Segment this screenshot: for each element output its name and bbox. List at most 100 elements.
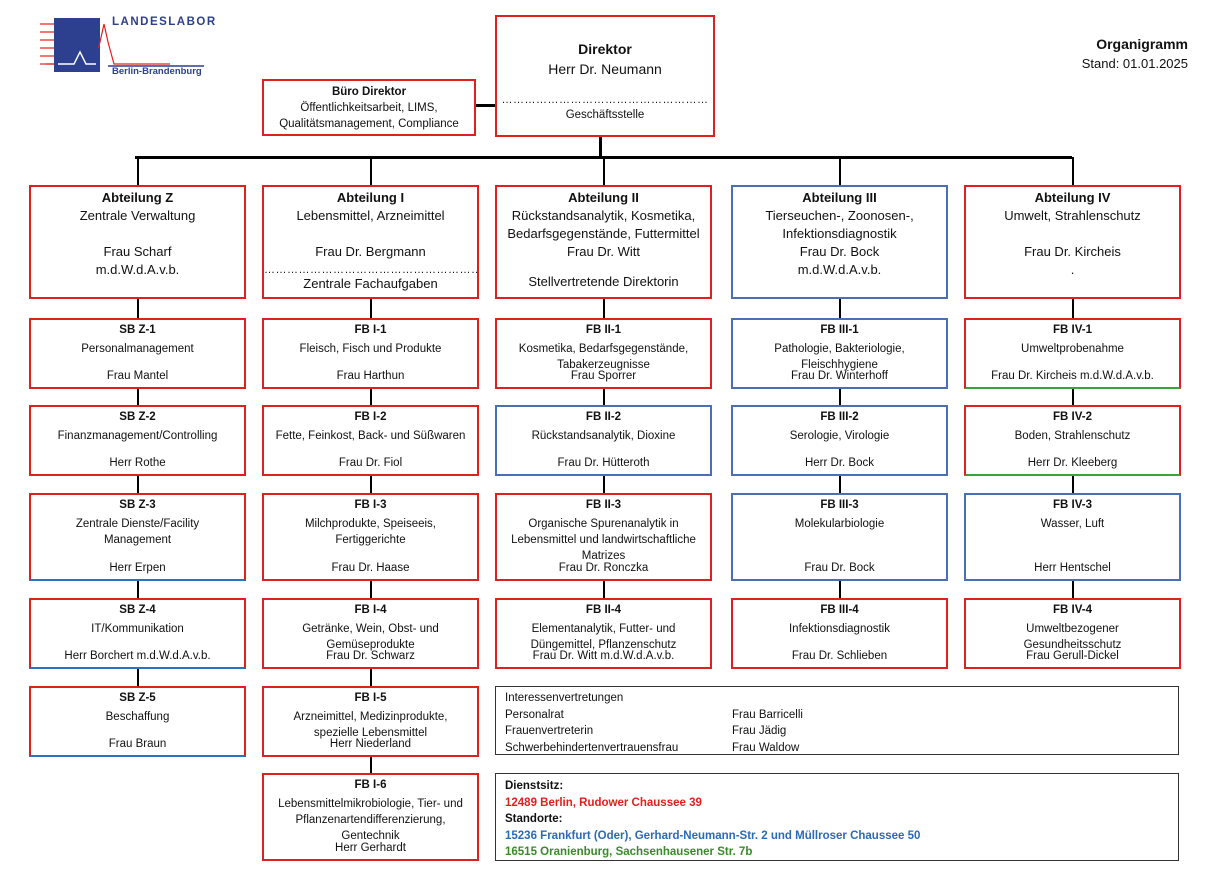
department-desc: Infektionsdiagnostik [782, 226, 897, 241]
representation-name: Frau Jädig [732, 725, 787, 737]
unit-desc: Personalmanagement [81, 343, 194, 355]
connector-line [369, 389, 372, 405]
unit-head: Herr Erpen [109, 562, 166, 574]
department-desc: Tierseuchen-, Zoonosen-, [765, 208, 914, 223]
unit-desc: Rückstandsanalytik, Dioxine [531, 430, 676, 442]
unit-desc: Zentrale Dienste/Facility [75, 518, 200, 530]
unit-code: FB IV-4 [1053, 604, 1092, 616]
unit-code: FB II-3 [585, 499, 622, 511]
spacer [264, 225, 477, 243]
main-location: 12489 Berlin, Rudower Chaussee 39 [505, 796, 702, 809]
unit-head: Frau Dr. Kircheis m.d.W.d.A.v.b. [991, 370, 1154, 382]
connector-line [476, 104, 495, 107]
unit-head: Herr Hentschel [1034, 562, 1111, 574]
spacer [31, 225, 244, 243]
unit-code: FB I-2 [354, 411, 387, 423]
unit-desc: Management [103, 534, 172, 546]
unit-desc: Fertiggerichte [335, 534, 406, 546]
unit-desc: Boden, Strahlenschutz [1014, 430, 1131, 442]
unit-desc: Getränke, Wein, Obst- und [302, 623, 439, 635]
unit-desc: Gentechnik [341, 830, 400, 842]
representation-row: Frauenvertreterin Frau Jädig [505, 723, 1169, 740]
unit-desc: Umweltbezogener [1026, 623, 1119, 635]
unit-desc: Düngemittel, Pflanzenschutz [530, 639, 677, 651]
chart-title: Organigramm [1096, 36, 1188, 52]
department-head: Frau Dr. Bock [799, 244, 880, 259]
connector-line [369, 299, 372, 318]
unit-code: FB III-2 [820, 411, 859, 423]
unit-desc: Gemüseprodukte [326, 639, 415, 651]
unit-code: FB II-4 [585, 604, 622, 616]
connector-line [602, 581, 605, 598]
department-head: Frau Dr. Bergmann [315, 244, 426, 259]
office-line2: Qualitätsmanagement, Compliance [279, 118, 459, 130]
connector-line [1071, 581, 1074, 598]
unit-desc: Lebensmittelmikrobiologie, Tier- und [278, 798, 463, 810]
unit-code: FB I-1 [354, 324, 387, 336]
connector-line [369, 157, 372, 185]
unit-desc: Elementanalytik, Futter- und [531, 623, 676, 635]
unit-head: Frau Dr. Ronczka [558, 562, 649, 574]
unit-desc: IT/Kommunikation [91, 623, 184, 635]
unit-head: Frau Gerull-Dickel [1026, 650, 1119, 662]
department-desc: Umwelt, Strahlenschutz [1004, 208, 1141, 223]
unit-code: FB III-4 [820, 604, 859, 616]
unit-head: Frau Harthun [336, 370, 405, 382]
unit-code: SB Z-4 [119, 604, 156, 616]
department-desc: Lebensmittel, Arzneimittel [296, 208, 445, 223]
connector-line [136, 476, 139, 493]
unit-code: FB I-5 [354, 692, 387, 704]
unit-desc: Finanzmanagement/Controlling [57, 430, 218, 442]
unit-code: FB I-3 [354, 499, 387, 511]
department-title: Abteilung III [802, 190, 877, 205]
connector-line [136, 581, 139, 598]
unit-head: Frau Dr. Bock [804, 562, 875, 574]
connector-line [369, 757, 372, 773]
unit-desc: Wasser, Luft [1040, 518, 1105, 530]
director-name: Herr Dr. Neumann [548, 61, 662, 77]
representation-role: Frauenvertreterin [505, 725, 594, 737]
department-title: Abteilung II [568, 190, 639, 205]
unit-head: Frau Dr. Hütteroth [557, 457, 650, 469]
unit-desc: Serologie, Virologie [789, 430, 890, 442]
location-oranienburg: 16515 Oranienburg, Sachsenhausener Str. … [505, 846, 753, 858]
unit-code: FB IV-1 [1053, 324, 1092, 336]
representation-role: Schwerbehindertenvertrauensfrau [505, 741, 679, 754]
connector-line [838, 389, 841, 405]
department-extra: m.d.W.d.A.v.b. [95, 262, 180, 277]
department-head: Frau Scharf [103, 244, 172, 259]
connector-line [599, 137, 602, 157]
director-box: Direktor Herr Dr. Neumann ……………………………………… [495, 15, 715, 137]
department-extra: . [1070, 262, 1075, 277]
department-extra: Zentrale Fachaufgaben [303, 276, 438, 291]
unit-desc: Lebensmittel und landwirtschaftliche [511, 534, 696, 546]
department-title: Abteilung Z [101, 190, 174, 205]
office-line1: Öffentlichkeitsarbeit, LIMS, [300, 102, 438, 114]
unit-desc: Fette, Feinkost, Back- und Süßwaren [275, 430, 466, 442]
landeslabor-logo: LANDESLABOR Berlin-Brandenburg [40, 14, 215, 80]
unit-desc: Tabakerzeugnisse [557, 359, 650, 371]
unit-desc: Infektionsdiagnostik [788, 623, 890, 635]
department-desc: Rückstandsanalytik, Kosmetika, [511, 208, 696, 223]
unit-desc: Fleischhygiene [801, 359, 878, 371]
unit-desc: Fleisch, Fisch und Produkte [299, 343, 442, 355]
director-title: Direktor [578, 41, 632, 57]
representation-role: Personalrat [505, 708, 564, 721]
unit-desc: Pathologie, Bakteriologie, [774, 343, 905, 355]
main-location-label: Dienstsitz: [505, 780, 564, 792]
department-box: Abteilung III Tierseuchen-, Zoonosen-, Inf… [731, 185, 948, 299]
unit-head: Herr Niederland [329, 738, 412, 750]
